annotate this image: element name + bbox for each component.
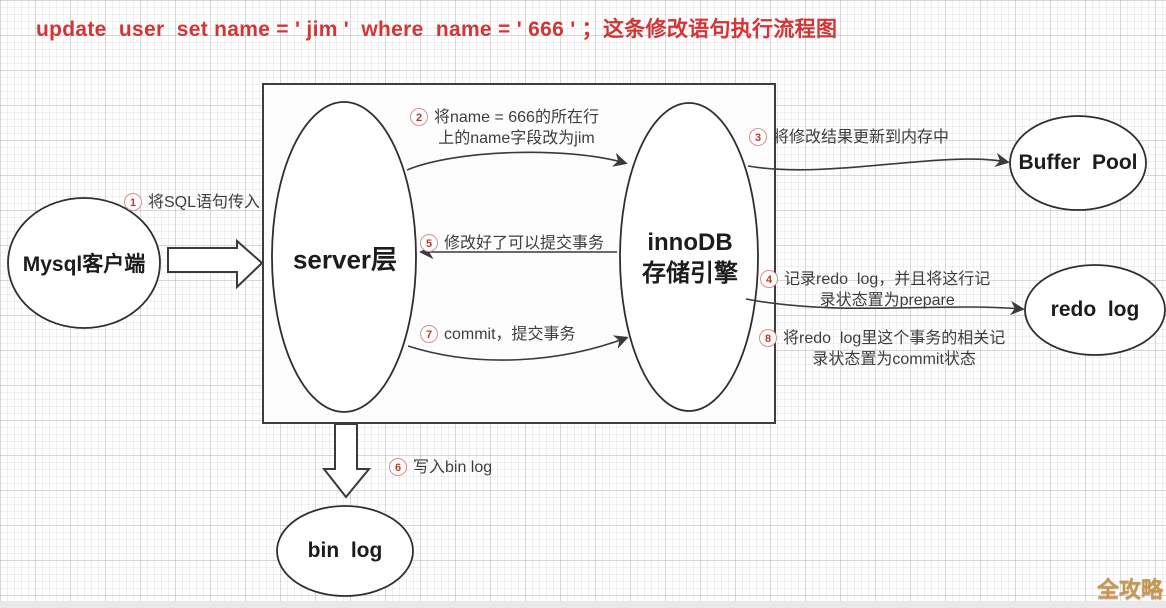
server-layer-label: server层 xyxy=(292,244,398,275)
server-layer-ellipse xyxy=(271,101,417,413)
step-5: 5 修改好了可以提交事务 xyxy=(420,233,604,254)
redo-log-ellipse xyxy=(1024,264,1166,356)
buffer-pool-label: Buffer Pool xyxy=(1018,151,1138,174)
arrow-step2 xyxy=(406,151,628,171)
step-4-text: 记录redo log，并且将这行记 录状态置为prepare xyxy=(784,271,991,309)
mysql-client-ellipse xyxy=(7,197,161,329)
block-arrow-step6 xyxy=(321,423,372,499)
step-7-text: commit，提交事务 xyxy=(444,326,576,343)
step-1-text: 将SQL语句传入 xyxy=(148,194,261,211)
arrow-step3 xyxy=(747,152,1010,171)
redo-log-label: redo log xyxy=(1050,298,1140,321)
bottom-strip xyxy=(0,601,1166,608)
watermark-text: 全攻略 xyxy=(1096,577,1163,602)
step-6-number-icon: 6 xyxy=(389,458,407,476)
buffer-pool-ellipse xyxy=(1009,115,1147,211)
step-8-number-icon: 8 xyxy=(759,329,777,347)
arrow-step4-step8 xyxy=(745,298,1025,316)
step-2: 2 将name = 666的所在行 上的name字段改为jim xyxy=(410,107,599,149)
step-7: 7 commit，提交事务 xyxy=(420,324,576,345)
bin-log-label: bin log xyxy=(307,539,383,562)
step-1: 1 将SQL语句传入 xyxy=(124,192,260,213)
step-5-text: 修改好了可以提交事务 xyxy=(444,235,605,252)
step-3-number-icon: 3 xyxy=(749,128,767,146)
step-3: 3 将修改结果更新到内存中 xyxy=(749,127,949,148)
step-3-text: 将修改结果更新到内存中 xyxy=(773,129,950,146)
step-5-number-icon: 5 xyxy=(420,234,438,252)
step-4-number-icon: 4 xyxy=(760,270,778,288)
step-6: 6 写入bin log xyxy=(389,457,492,478)
step-6-text: 写入bin log xyxy=(413,459,493,476)
step-7-number-icon: 7 xyxy=(420,325,438,343)
mysql-client-label: Mysql客户端 xyxy=(22,253,146,276)
step-8: 8 将redo log里这个事务的相关记 录状态置为commit状态 xyxy=(759,328,1005,370)
step-2-text: 将name = 666的所在行 上的name字段改为jim xyxy=(434,109,599,147)
innodb-engine-label: innoDB 存储引擎 xyxy=(642,229,738,287)
diagram-title: update user set name = ' jim ' where nam… xyxy=(36,18,838,41)
innodb-engine-ellipse xyxy=(619,102,759,412)
step-8-text: 将redo log里这个事务的相关记 录状态置为commit状态 xyxy=(783,330,1006,368)
arrow-step7 xyxy=(407,335,629,361)
block-arrow-step1 xyxy=(167,238,264,290)
step-2-number-icon: 2 xyxy=(410,108,428,126)
step-1-number-icon: 1 xyxy=(124,193,142,211)
bin-log-ellipse xyxy=(276,505,414,597)
step-4: 4 记录redo log，并且将这行记 录状态置为prepare xyxy=(760,269,990,311)
